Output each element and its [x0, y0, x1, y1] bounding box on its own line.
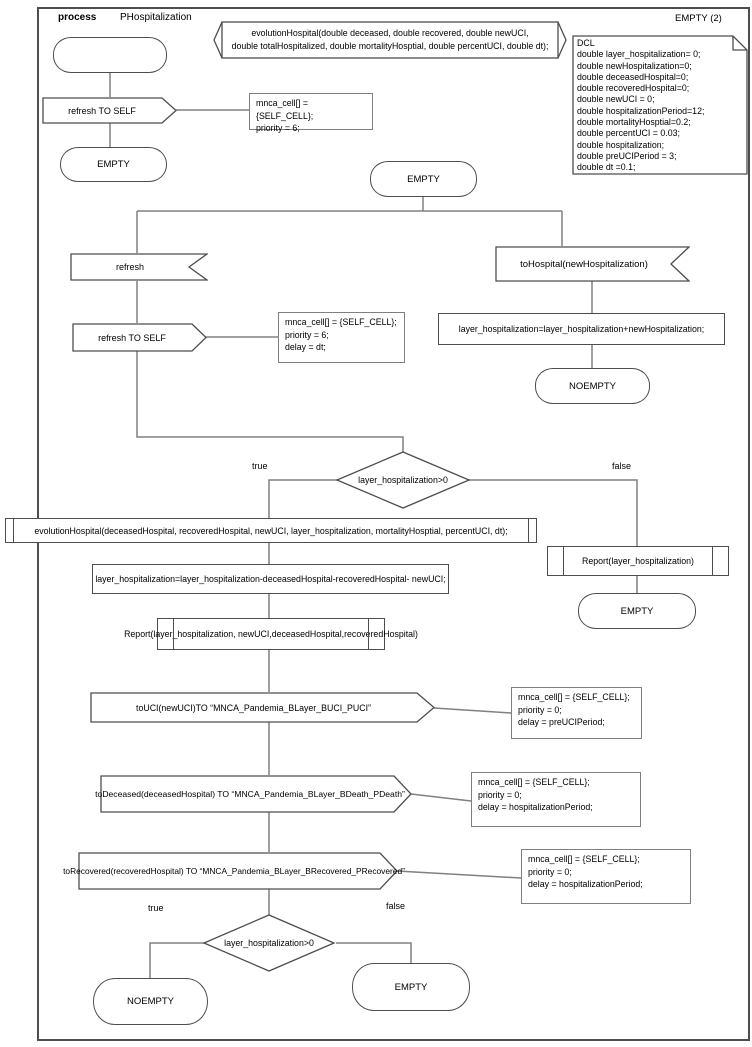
state-empty-main: EMPTY: [370, 161, 477, 197]
process-kind-label: process: [58, 12, 97, 23]
output-refresh-init: refresh TO SELF: [42, 97, 177, 124]
branch-label-false-bottom: false: [386, 901, 406, 911]
output-refresh-self: refresh TO SELF: [72, 323, 207, 352]
state-empty-end: EMPTY: [352, 963, 470, 1011]
output-todeceased: toDeceased(deceasedHospital) TO “MNCA_Pa…: [95, 775, 412, 813]
output-touci: toUCI(newUCI)TO “MNCA_Pandemia_BLayer_BU…: [90, 692, 435, 723]
state-noempty-end: NOEMPTY: [93, 978, 208, 1025]
input-refresh: refresh: [70, 253, 208, 281]
state-empty-false: EMPTY: [578, 593, 696, 629]
process-name: PHospitalization: [120, 12, 192, 23]
state-noempty-right: NOEMPTY: [535, 368, 650, 404]
declarations-box: DCL double layer_hospitalization= 0; dou…: [572, 35, 748, 175]
output-todeceased-label: toDeceased(deceasedHospital) TO “MNCA_Pa…: [95, 789, 405, 799]
input-refresh-label: refresh: [115, 262, 144, 272]
proc-call-evolution: evolutionHospital(deceasedHospital, reco…: [5, 518, 537, 543]
comment-init: mnca_cell[] = {SELF_CELL}; priority = 6;: [249, 93, 373, 133]
input-tohospital-label: toHospital(newHospitalization): [520, 258, 648, 270]
proc-call-report-false: Report(layer_hospitalization): [547, 546, 729, 576]
procedure-signature-shape: evolutionHospital(double deceased, doubl…: [213, 21, 567, 59]
declarations-text: DCL double layer_hospitalization= 0; dou…: [577, 38, 705, 173]
input-tohospital: toHospital(newHospitalization): [495, 246, 690, 282]
decision-bottom: layer_hospitalization>0: [202, 913, 336, 973]
procedure-signature-text: evolutionHospital(double deceased, doubl…: [231, 28, 549, 51]
branch-label-true-bottom: true: [148, 903, 164, 913]
state-tag-label: EMPTY (2): [675, 13, 722, 24]
decision-top-label: layer_hospitalization>0: [358, 475, 448, 485]
output-refresh-init-label: refresh TO SELF: [68, 105, 136, 116]
comment-refresh: mnca_cell[] = {SELF_CELL}; priority = 6;…: [278, 312, 405, 363]
start-state: [53, 37, 167, 73]
output-torecovered-label: toRecovered(recoveredHospital) TO “MNCA_…: [63, 866, 405, 876]
comment-todeceased: mnca_cell[] = {SELF_CELL}; priority = 0;…: [471, 772, 641, 827]
decision-top: layer_hospitalization>0: [335, 450, 471, 510]
decision-bottom-label: layer_hospitalization>0: [224, 938, 314, 948]
task-subtract: layer_hospitalization=layer_hospitalizat…: [92, 564, 449, 594]
branch-label-false-top: false: [612, 461, 632, 471]
branch-label-true-top: true: [252, 461, 268, 471]
proc-call-report-main: Report(layer_hospitalization, newUCI,dec…: [124, 618, 418, 650]
state-empty-start: EMPTY: [60, 147, 167, 182]
output-touci-label: toUCI(newUCI)TO “MNCA_Pandemia_BLayer_BU…: [136, 702, 371, 713]
output-torecovered: toRecovered(recoveredHospital) TO “MNCA_…: [63, 852, 405, 890]
output-refresh-self-label: refresh TO SELF: [98, 332, 166, 343]
comment-torecovered: mnca_cell[] = {SELF_CELL}; priority = 0;…: [521, 849, 691, 904]
comment-touci: mnca_cell[] = {SELF_CELL}; priority = 0;…: [511, 687, 642, 739]
task-add-hospitalization: layer_hospitalization=layer_hospitalizat…: [438, 313, 725, 345]
